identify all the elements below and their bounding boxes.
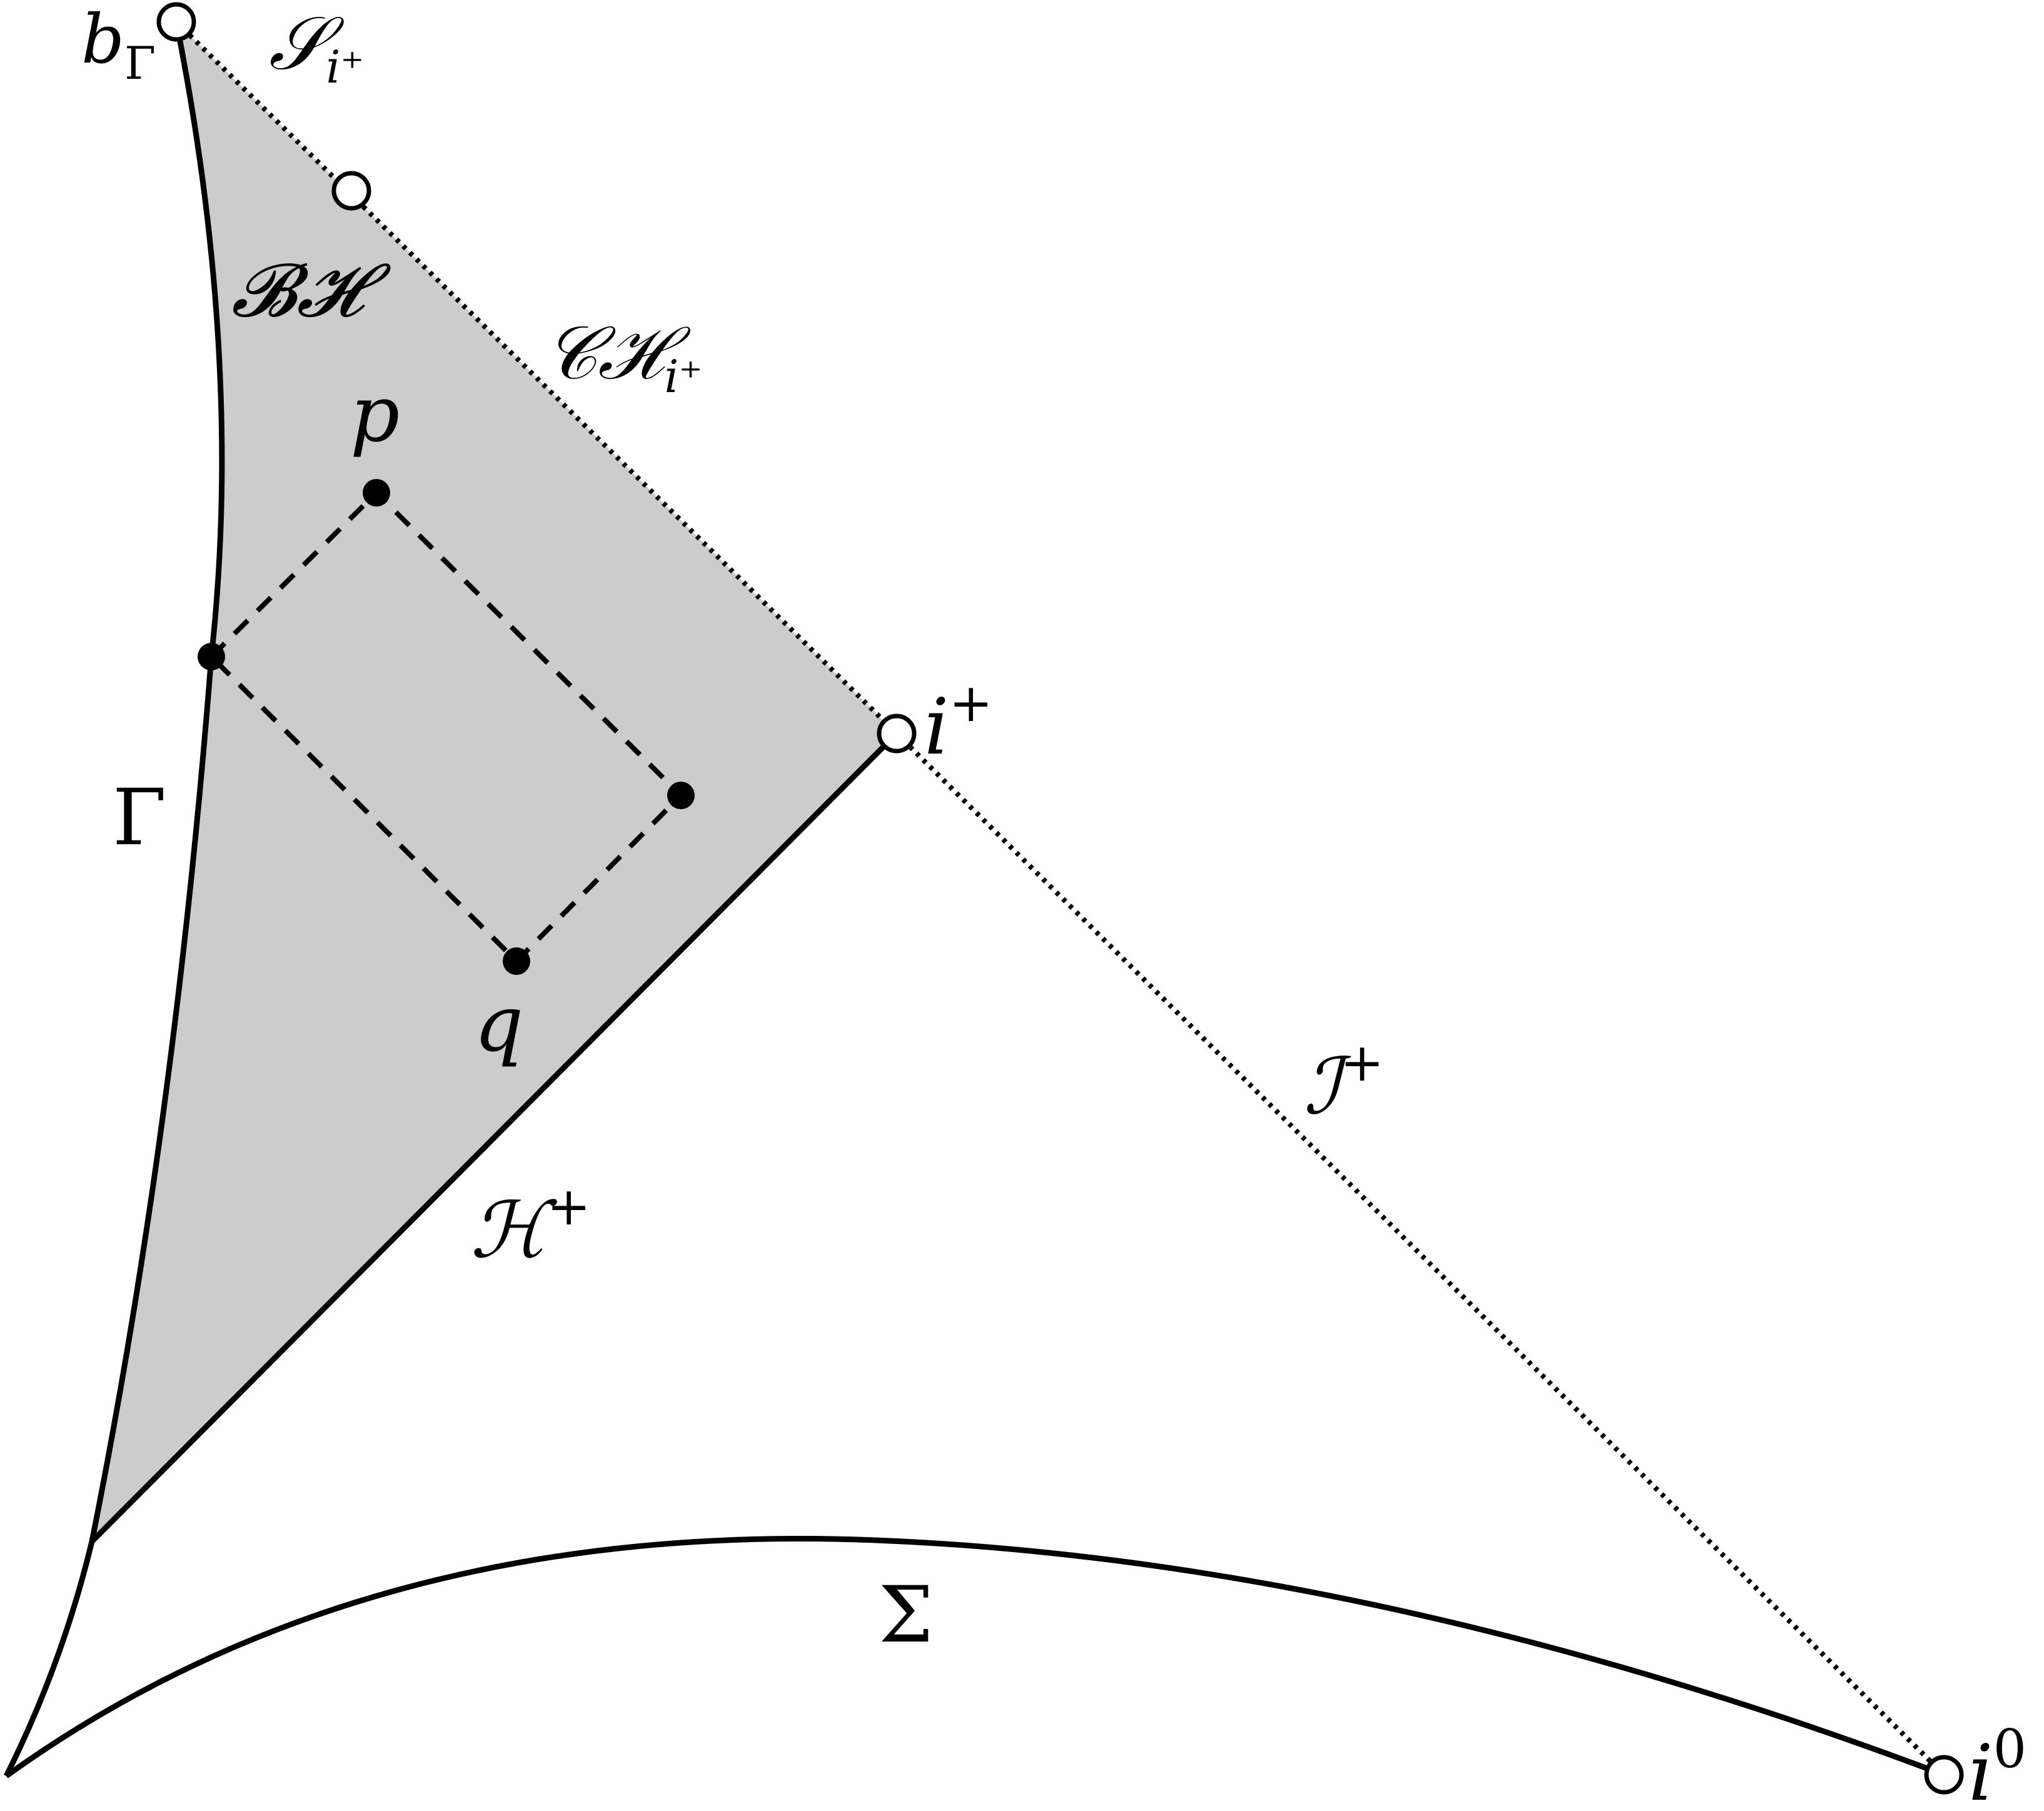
label-b-gamma: bΓ: [81, 1, 156, 89]
label-sigma: Σ: [879, 1570, 934, 1660]
label-p: p: [350, 370, 400, 460]
point-i-zero: [1924, 1755, 1964, 1795]
point-b-gamma: [156, 2, 196, 42]
label-s-iplus: 𝒮i⁺: [269, 0, 364, 93]
label-i-zero: i0: [1968, 1718, 2026, 1811]
null-infinity-line: [895, 732, 1946, 1777]
event-horizon-line: [89, 731, 899, 1544]
label-ch-iplus: 𝒞ℋi⁺: [544, 310, 703, 403]
point-p: [363, 479, 390, 507]
label-q: q: [474, 979, 523, 1069]
point-q: [503, 947, 530, 975]
label-i-plus: i+: [924, 672, 993, 772]
label-gamma: Γ: [113, 773, 166, 863]
label-h-plus: ℋ+: [470, 1176, 591, 1276]
sigma-curve: [4, 1536, 1945, 1778]
gamma-curve: [3, 21, 225, 1778]
point-i-plus: [877, 714, 917, 754]
point-right-corner: [667, 782, 695, 809]
point-bh-endpoint: [331, 171, 371, 211]
point-gamma-intersection: [198, 643, 225, 670]
label-scri-plus: ℐ+: [1304, 1032, 1384, 1132]
black-hole-region: [92, 22, 897, 1541]
